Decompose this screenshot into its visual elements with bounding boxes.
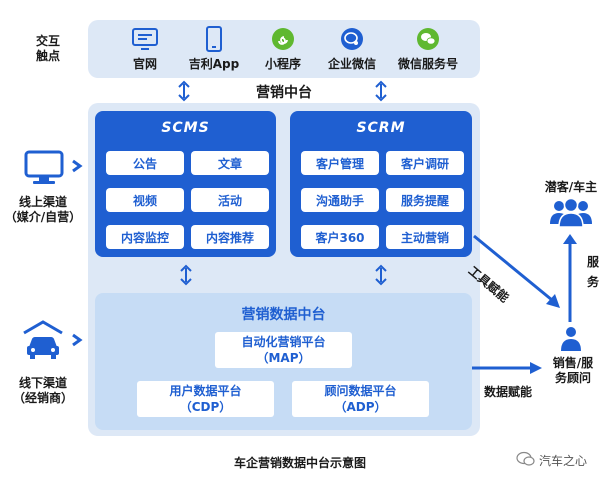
offline-channel-label: 线下渠道 （经销商） bbox=[12, 376, 73, 405]
data-empower-label: 数据赋能 bbox=[484, 385, 533, 399]
marketing-center-title: 营销中台 bbox=[256, 85, 312, 101]
monitor-icon bbox=[24, 150, 64, 190]
scms-item-activity[interactable]: 活动 bbox=[191, 188, 269, 212]
map-platform[interactable]: 自动化营销平台 （MAP） bbox=[215, 332, 352, 368]
scms-item-content-monitor[interactable]: 内容监控 bbox=[106, 225, 184, 249]
touchpoint-app[interactable]: 吉利App bbox=[179, 26, 249, 72]
scrm-item-customer-mgmt[interactable]: 客户管理 bbox=[301, 151, 379, 175]
map-platform-name: 自动化营销平台 bbox=[241, 335, 326, 349]
scrm-item-service-reminder[interactable]: 服务提醒 bbox=[386, 188, 464, 212]
touchpoint-wechat-label: 微信服务号 bbox=[397, 57, 458, 71]
double-arrow-scms-data bbox=[180, 264, 192, 286]
scms-item-announcement[interactable]: 公告 bbox=[106, 151, 184, 175]
touchpoint-website-label: 官网 bbox=[132, 57, 157, 71]
sales-advisor-label: 销售/服 务顾问 bbox=[552, 356, 594, 385]
map-platform-abbr: （MAP） bbox=[256, 351, 311, 365]
scrm-item-customer-survey[interactable]: 客户调研 bbox=[386, 151, 464, 175]
touchpoint-label: 交互 触点 bbox=[35, 34, 60, 63]
scms-item-article[interactable]: 文章 bbox=[191, 151, 269, 175]
tool-empower-arrow bbox=[473, 234, 560, 308]
offline-chevron-icon bbox=[72, 333, 83, 347]
scms-item-video[interactable]: 视频 bbox=[106, 188, 184, 212]
touchpoint-wechat[interactable]: 微信服务号 bbox=[393, 26, 463, 72]
service-arrow bbox=[563, 234, 577, 322]
scms-title: SCMS bbox=[161, 120, 210, 136]
scrm-item-customer-360[interactable]: 客户360 bbox=[301, 225, 379, 249]
adp-platform-name: 顾问数据平台 bbox=[324, 384, 397, 398]
adp-platform-abbr: （ADP） bbox=[334, 400, 387, 414]
mini-program-icon bbox=[248, 26, 318, 52]
double-arrow-left bbox=[178, 80, 190, 102]
scrm-item-active-marketing[interactable]: 主动营销 bbox=[386, 225, 464, 249]
touchpoint-website[interactable]: 官网 bbox=[110, 26, 180, 72]
cdp-platform-name: 用户数据平台 bbox=[169, 384, 242, 398]
double-arrow-right bbox=[375, 80, 387, 102]
data-center-title: 营销数据中台 bbox=[241, 307, 326, 323]
service-label: 服 务 bbox=[586, 255, 599, 289]
adp-platform[interactable]: 顾问数据平台 （ADP） bbox=[292, 381, 429, 417]
touchpoint-miniprogram[interactable]: 小程序 bbox=[248, 26, 318, 72]
online-channel-label: 线上渠道 （媒介/自营） bbox=[4, 195, 82, 224]
scrm-item-comm-assistant[interactable]: 沟通助手 bbox=[301, 188, 379, 212]
touchpoint-wecom[interactable]: 企业微信 bbox=[317, 26, 387, 72]
diagram-caption: 车企营销数据中台示意图 bbox=[233, 456, 366, 470]
group-users-icon bbox=[549, 196, 593, 232]
scrm-title: SCRM bbox=[356, 120, 406, 136]
double-arrow-scrm-data bbox=[375, 264, 387, 286]
car-showroom-icon bbox=[21, 319, 65, 365]
touchpoint-app-label: 吉利App bbox=[188, 57, 240, 71]
wechat-icon bbox=[393, 26, 463, 52]
watermark-text: 汽车之心 bbox=[539, 454, 588, 468]
customers-label: 潜客/车主 bbox=[544, 180, 598, 194]
touchpoint-wecom-label: 企业微信 bbox=[327, 57, 376, 71]
person-icon bbox=[560, 326, 582, 356]
wecom-icon bbox=[317, 26, 387, 52]
wechat-watermark-icon bbox=[516, 451, 536, 471]
phone-icon bbox=[179, 26, 249, 52]
touchpoint-miniprogram-label: 小程序 bbox=[264, 57, 301, 71]
monitor-icon bbox=[110, 26, 180, 52]
scms-item-content-recommend[interactable]: 内容推荐 bbox=[191, 225, 269, 249]
online-chevron-icon bbox=[72, 159, 83, 173]
cdp-platform[interactable]: 用户数据平台 （CDP） bbox=[137, 381, 274, 417]
data-empower-arrow bbox=[472, 362, 542, 374]
cdp-platform-abbr: （CDP） bbox=[179, 400, 232, 414]
